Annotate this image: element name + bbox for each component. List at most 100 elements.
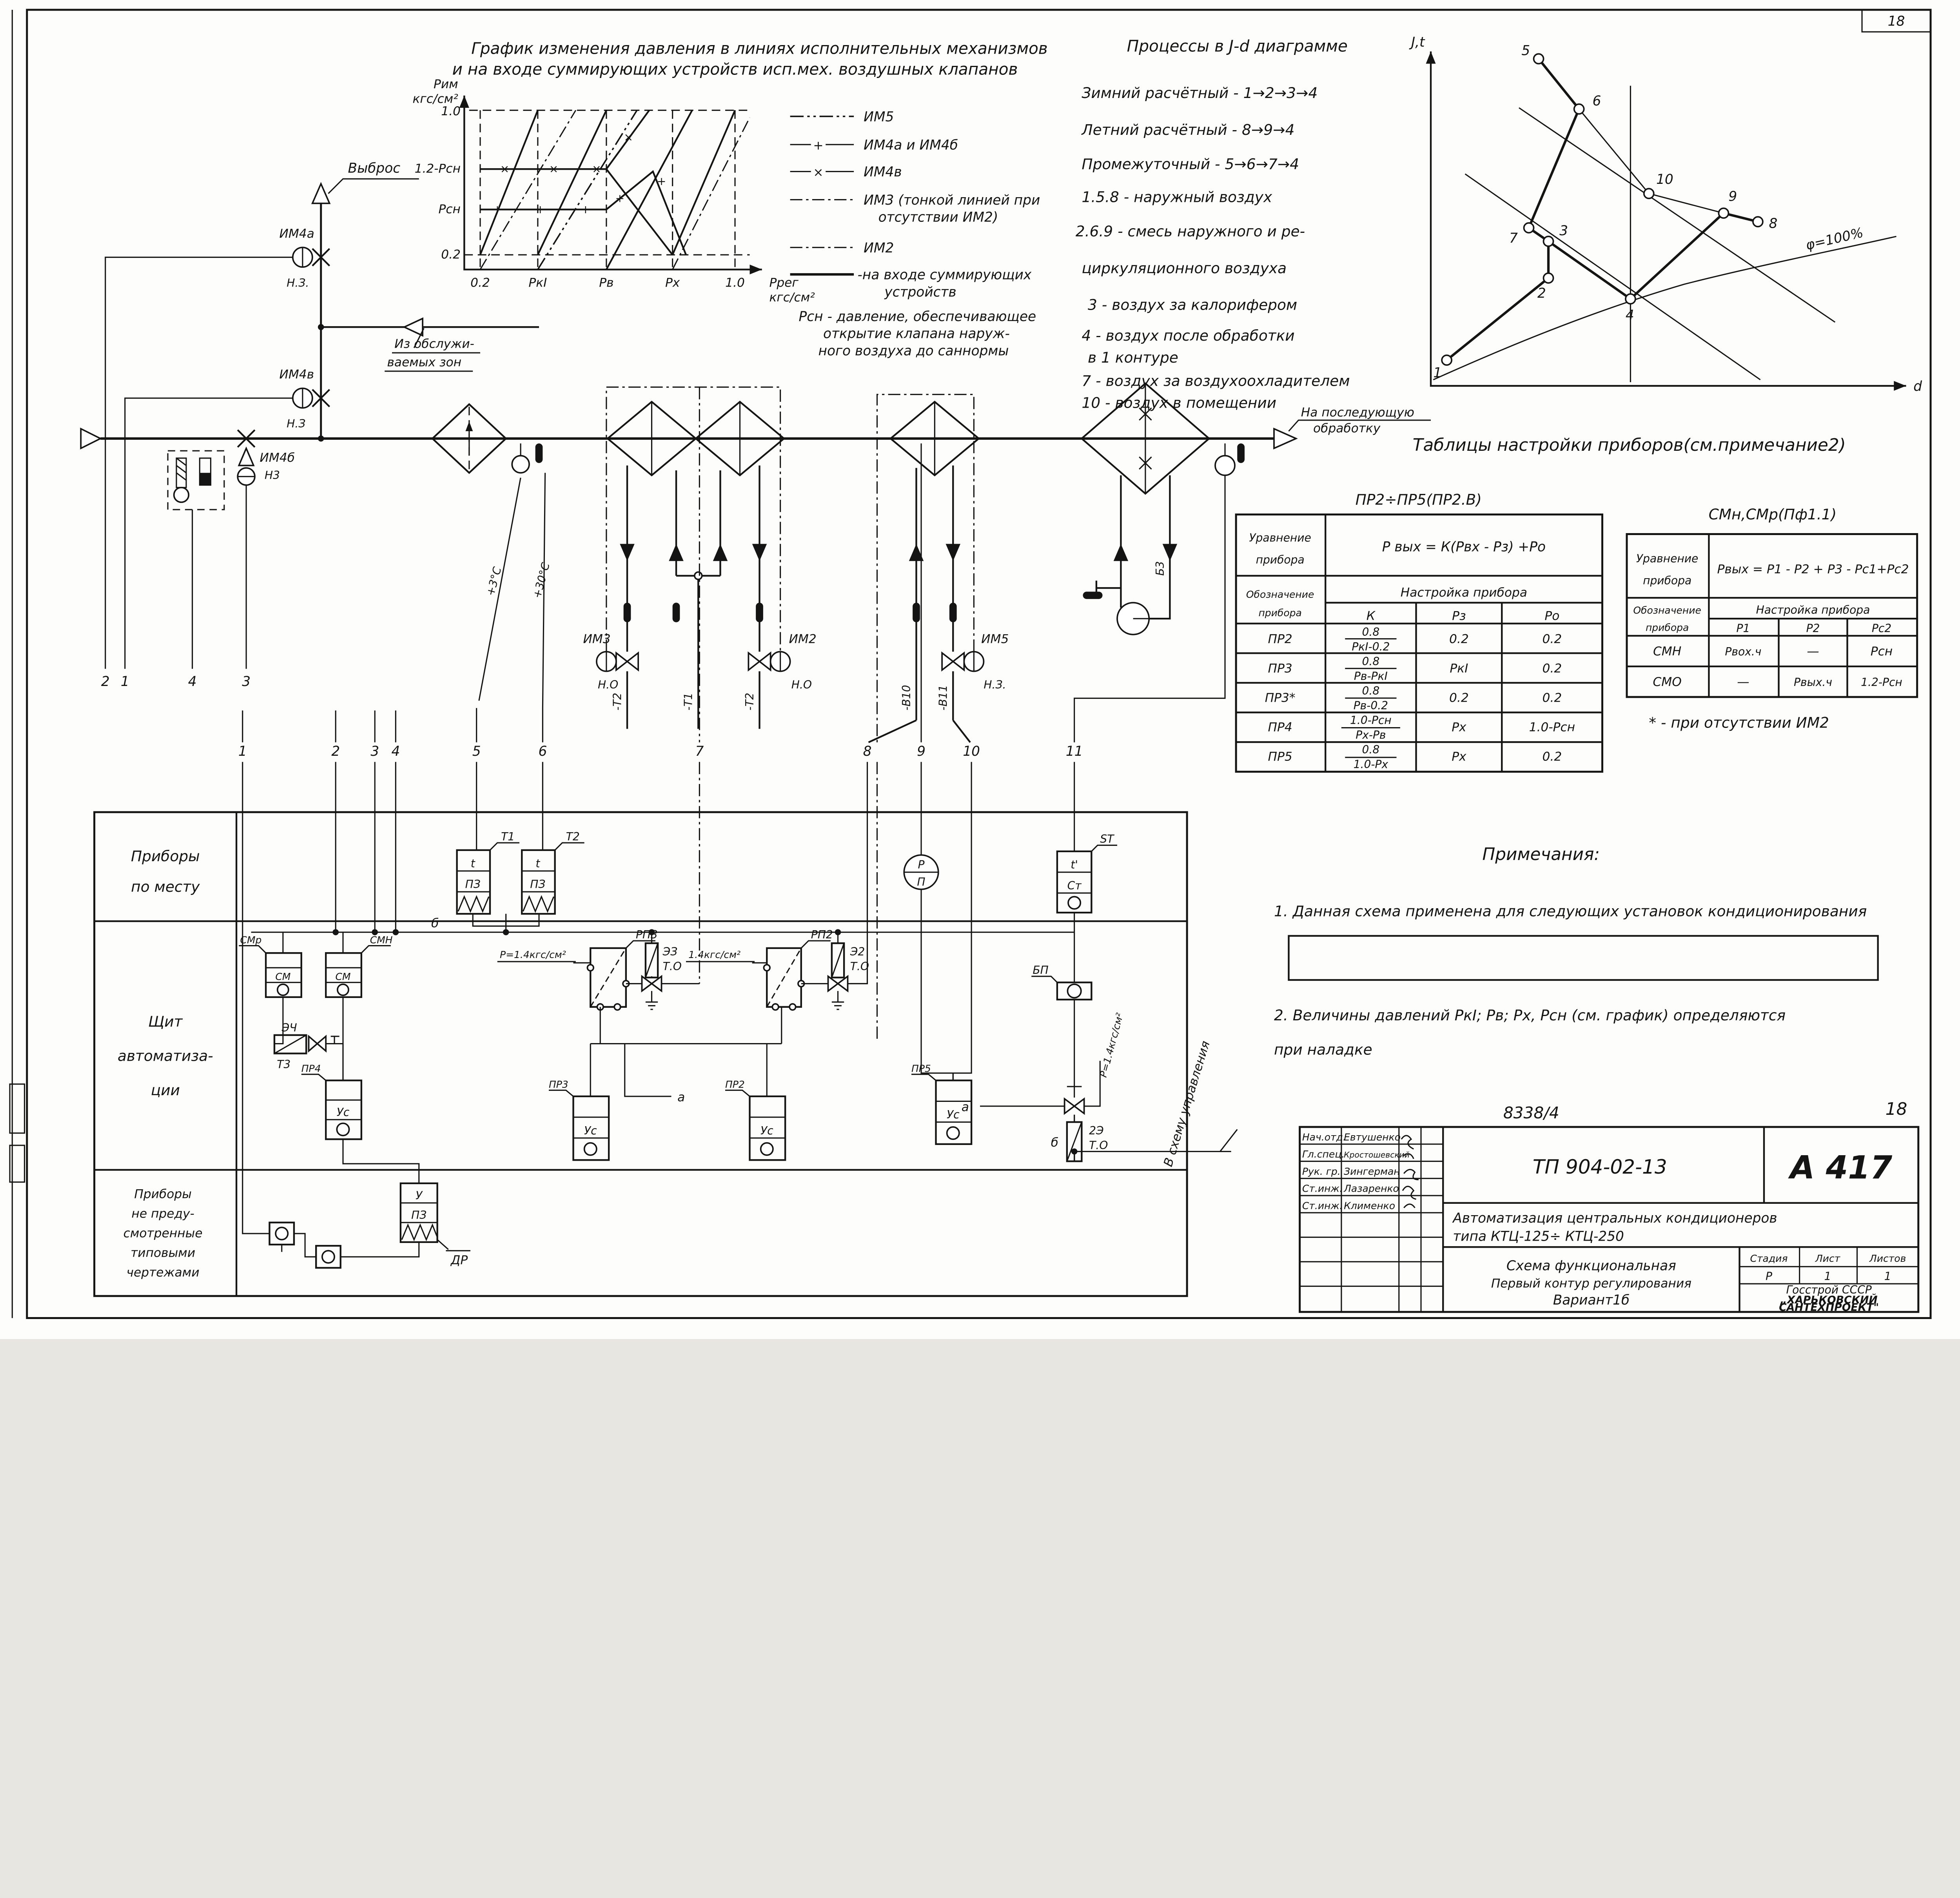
graph-title-1: График изменения давления в линиях испол… <box>471 39 1047 58</box>
svg-text:7: 7 <box>695 744 704 759</box>
signatures <box>1401 1135 1419 1208</box>
tag-SMN: СМН <box>370 934 393 945</box>
svg-text:Р2: Р2 <box>1806 622 1820 635</box>
processes-text: Процессы в J-d диаграмме Зимний расчётны… <box>1076 36 1350 411</box>
graph-axes <box>463 95 762 270</box>
im4a-state: Н.З. <box>287 276 309 289</box>
graph-xtick-px: Рх <box>665 276 680 290</box>
svg-text:1: 1 <box>121 674 129 690</box>
process-269b: циркуляционного воздуха <box>1082 259 1287 277</box>
svg-text:Рвых.ч: Рвых.ч <box>1794 676 1832 689</box>
tag-RP3: РП3 <box>636 928 658 941</box>
legend-psn-1: Рсн - давление, обеспечивающее <box>799 309 1036 325</box>
svg-text:СМН: СМН <box>1653 644 1681 659</box>
air-scheme: На последующую обработку Выброс ИМ4а Н.З… <box>80 161 1431 1234</box>
im3-state: Н.О <box>598 678 618 691</box>
svg-text:ПР5: ПР5 <box>1268 750 1292 764</box>
block-PR2: Ус ПР2 <box>725 1079 786 1161</box>
svg-text:Лист: Лист <box>1815 1253 1841 1264</box>
relay-RP3: РП3 Р=1.4кгс/см² <box>497 928 658 1011</box>
solenoid-EZ: ЭЗ Т.О <box>626 932 700 1010</box>
control-out-line <box>1074 1129 1238 1152</box>
svg-text:чертежами: чертежами <box>127 1265 200 1279</box>
tag-RP2: РП2 <box>811 928 833 941</box>
im5-state: Н.З. <box>984 678 1006 691</box>
im2-label: ИМ2 <box>789 632 817 646</box>
process-4b: в 1 контуре <box>1088 349 1178 366</box>
graph-ramps-solid <box>479 110 736 270</box>
duct-thermometer-1 <box>511 443 543 474</box>
tag-T2: Т2 <box>566 830 580 843</box>
svg-text:0.8: 0.8 <box>1362 655 1380 668</box>
tag-T1: Т1 <box>501 830 515 843</box>
tp-number: ТП 904-02-13 <box>1533 1156 1667 1178</box>
svg-text:Рук. гр.: Рук. гр. <box>1302 1166 1341 1177</box>
process-summer: Летний расчётный - 8→9→4 <box>1081 121 1294 138</box>
svg-text:1.0-Рсн: 1.0-Рсн <box>1350 714 1392 727</box>
rp2-setpoint: 1.4кгс/см² <box>688 949 740 960</box>
a417-code: А 417 <box>1788 1149 1892 1186</box>
svg-text:прибора: прибора <box>1256 553 1305 566</box>
svg-text:7: 7 <box>1509 230 1518 246</box>
jd-point-labels: 12 34 56 78 910 <box>1433 43 1777 381</box>
im4v-state: Н.З <box>287 417 305 430</box>
graph-line-im4ab <box>480 170 687 255</box>
svg-text:5: 5 <box>1521 43 1530 59</box>
graph-xtick-pk1: РкI <box>528 276 547 290</box>
graph-title-2: и на входе суммирующих устройств исп.мех… <box>452 60 1018 79</box>
svg-text:Щит: Щит <box>148 1013 183 1030</box>
svg-text:0.8: 0.8 <box>1362 626 1380 639</box>
solenoid-E2: Э2 Т.О <box>801 932 869 1010</box>
svg-text:смотренные: смотренные <box>123 1226 203 1240</box>
pipe-t2-label-2: -Т2 <box>743 693 756 710</box>
svg-text:Рв-РкI: Рв-РкI <box>1354 670 1388 682</box>
block-PR3: Ус ПР3 <box>549 1079 610 1161</box>
graph-ramp-im3 <box>537 110 638 270</box>
svg-text:2: 2 <box>1537 285 1546 301</box>
pressure-graph: График изменения давления в линиях испол… <box>412 39 1047 305</box>
im5-label: ИМ5 <box>981 632 1009 646</box>
tag-PR5: ПР5 <box>911 1063 931 1074</box>
svg-text:2: 2 <box>101 674 110 690</box>
graph-ytick-02: 0.2 <box>441 247 461 261</box>
svg-text:Обозначение: Обозначение <box>1246 589 1314 600</box>
graph-ytick-psn: Рсн <box>439 202 461 216</box>
process-winter: Зимний расчётный - 1→2→3→4 <box>1082 84 1318 102</box>
svg-text:Рв-0.2: Рв-0.2 <box>1354 699 1388 712</box>
processes-title: Процессы в J-d диаграмме <box>1127 36 1348 55</box>
svg-text:0.8: 0.8 <box>1362 684 1380 697</box>
legend-im3-2: отсутствии ИМ2) <box>878 210 998 225</box>
svg-text:прибора: прибора <box>1258 607 1301 619</box>
svg-text:Приборы: Приборы <box>134 1187 192 1201</box>
graph-ytick-12psn: 1.2-Рсн <box>415 162 461 176</box>
tag-T3: Т3 <box>277 1058 290 1071</box>
a-label-2: а <box>962 1100 969 1114</box>
svg-text:прибора: прибора <box>1643 574 1691 587</box>
signature-table: Нач.отд.Евтушенко Гл.спец.Кростошевский … <box>1299 1127 1443 1312</box>
graph-markers: ×××× +++++ <box>493 131 666 216</box>
svg-text:1: 1 <box>1884 1270 1891 1283</box>
tag-BP: БП <box>1033 964 1048 976</box>
svg-text:типовыми: типовыми <box>131 1246 195 1260</box>
scheme-variant: Вариант1б <box>1553 1292 1630 1308</box>
project-title-2: типа КТЦ-125÷ КТЦ-250 <box>1453 1229 1624 1245</box>
legend-sum-1: -на входе суммирующих <box>858 267 1032 283</box>
unit-filter <box>431 403 507 474</box>
intake-sensor-box <box>167 450 225 510</box>
svg-text:×: × <box>500 163 510 176</box>
svg-text:Нач.отд.: Нач.отд. <box>1302 1131 1346 1143</box>
svg-text:t': t' <box>1071 858 1078 871</box>
zone-label-2: ваемых зон <box>387 355 462 369</box>
svg-text:10: 10 <box>963 744 980 759</box>
graph-xlabel-2: кгс/см² <box>769 290 815 305</box>
svg-text:Листов: Листов <box>1869 1253 1906 1264</box>
sheet-frame: 18 <box>9 9 1932 1319</box>
impulse-lines <box>606 386 975 1042</box>
process-269: 2.6.9 - смесь наружного и ре- <box>1076 223 1305 240</box>
svg-text:ПЗ: ПЗ <box>530 878 545 891</box>
svg-text:ции: ции <box>151 1081 180 1099</box>
block-SMr: СМ СМр <box>239 932 302 998</box>
